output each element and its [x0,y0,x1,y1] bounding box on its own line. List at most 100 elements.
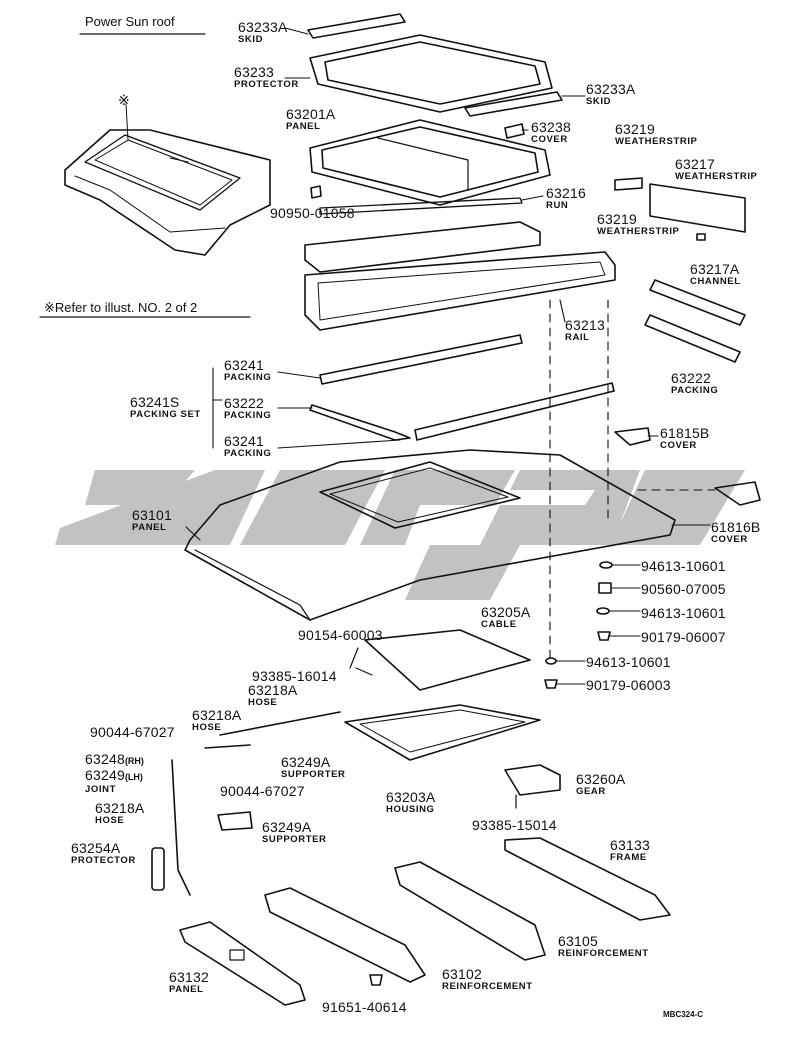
part-number: 63101 [132,507,172,523]
part-label-63205A-cable: 63205A CABLE [481,605,530,630]
side-suffix: (RH) [124,756,144,766]
part-number: 63222 [224,395,264,411]
part-label-63219-weatherstrip-bottom: 63219 WEATHERSTRIP [597,212,680,237]
part-number: 90950-01058 [270,205,355,221]
hose-mid-shape [204,744,251,749]
part-name: PACKING [224,410,272,421]
panel-63132-shape [179,921,306,1006]
gear-shape [504,764,561,796]
part-label-90560-07005: 90560-07005 [641,582,726,596]
part-name: HOSE [95,815,125,826]
part-number: 63133 [610,837,650,853]
part-label-91651-40614: 91651-40614 [322,1000,407,1014]
part-name: GEAR [576,786,606,797]
part-label-63249-joint-lh: 63249(LH) JOINT [85,768,143,795]
part-number: 94613-10601 [641,605,726,621]
part-label-63241S-packing-set: 63241S PACKING SET [130,395,201,420]
part-label-63213-rail: 63213 RAIL [565,318,605,343]
part-number: 63249A [281,754,331,770]
part-number: 63218A [192,707,242,723]
part-label-90179-06007: 90179-06007 [641,630,726,644]
part-label-94613-10601-b: 94613-10601 [641,606,726,620]
glass-panel [309,119,551,206]
part-number: 63213 [565,317,605,333]
part-label-63219-weatherstrip-top: 63219 WEATHERSTRIP [615,122,698,147]
part-label-63249A-supporter-low: 63249A SUPPORTER [262,820,327,845]
protector-frame [309,34,553,113]
cover-63238-shape [504,123,525,139]
part-label-93385-15014: 93385-15014 [472,818,557,832]
part-number: 90044-67027 [220,783,305,799]
part-name: CHANNEL [690,276,741,287]
roof-panel-shape [184,449,676,621]
part-number: 63219 [615,121,655,137]
part-number: 91651-40614 [322,999,407,1015]
part-name: REINFORCEMENT [558,948,649,959]
part-label-63218A-hose-top: 63218A HOSE [248,683,297,708]
part-name: PROTECTOR [71,855,136,866]
side-suffix: (LH) [124,772,143,782]
part-label-63217A-channel: 63217A CHANNEL [690,262,741,287]
cover-61815B-shape [614,427,651,446]
part-label-61815B-cover: 61815B COVER [660,426,709,451]
part-number: 63233A [238,19,288,35]
bolt-90950-shape [310,185,322,199]
part-number: 63217A [690,261,740,277]
part-number: 90560-07005 [641,581,726,597]
part-number: 63260A [576,771,626,787]
part-number: 63241S [130,394,180,410]
skid-right-shape [464,91,563,117]
part-name: PANEL [132,522,167,533]
part-label-63201A-panel: 63201A PANEL [286,107,335,132]
part-number: 90179-06003 [586,677,671,693]
part-label-63203A-housing: 63203A HOUSING [386,790,435,815]
part-number: 63218A [95,800,145,816]
part-name: PACKING SET [130,409,201,420]
part-name: RUN [546,200,569,211]
part-label-63248-joint-rh: 63248(RH) [85,752,144,768]
bolt-91651-shape [369,974,383,986]
hose-upper-shape [219,711,341,736]
part-label-94613-10601-c: 94613-10601 [586,655,671,669]
skid-top-shape [307,13,406,39]
part-name: HOSE [192,722,222,733]
part-number: 90044-67027 [90,724,175,740]
part-label-63218A-hose-low: 63218A HOSE [95,801,144,826]
watermark-logo [55,470,745,600]
part-number: 63249 [85,767,125,783]
part-label-61816B-cover: 61816B COVER [711,520,760,545]
part-name: PANEL [169,984,204,995]
part-label-63241-packing-bottom: 63241 PACKING [224,434,271,459]
diagram-title: Power Sun roof [85,14,175,29]
part-number: 93385-15014 [472,817,557,833]
part-label-63233-protector: 63233 PROTECTOR [234,65,299,90]
rail-frame [304,221,616,331]
refer-note: ※Refer to illust. NO. 2 of 2 [44,300,198,315]
part-name: CABLE [481,619,517,630]
part-number: 63102 [442,966,482,982]
run-shape [319,197,523,215]
part-number: 63219 [597,211,637,227]
part-name: WEATHERSTRIP [615,136,698,147]
drawing-code: MBC324-C [663,1010,704,1019]
part-label-90044-67027-b: 90044-67027 [220,784,305,798]
packing-right-shape [644,314,741,363]
part-number: 63217 [675,156,715,172]
part-number: 90154-60003 [298,627,383,643]
leader-lines [185,27,711,685]
hose-lower-shape [171,759,191,896]
dashed-leaders [549,299,716,661]
part-label-94613-10601-a: 94613-10601 [641,559,726,573]
cable-shape [364,629,531,691]
part-number: 90179-06007 [641,629,726,645]
part-number: 63203A [386,789,436,805]
frame-shape [504,837,671,921]
part-label-63222-packing-right: 63222 PACKING [671,371,718,396]
part-label-63233A-skid-top: 63233A SKID [238,20,287,45]
part-number: 63201A [286,106,336,122]
part-number: 63205A [481,604,531,620]
part-name: RAIL [565,332,590,343]
part-label-63222-packing-left: 63222 PACKING [224,396,271,421]
